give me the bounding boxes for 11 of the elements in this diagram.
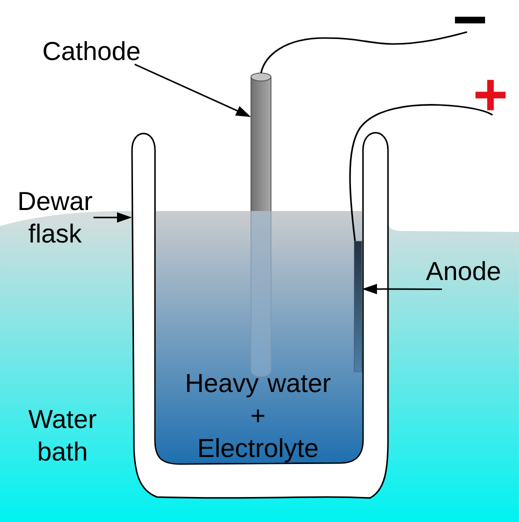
region-label: Water bath [28,410,96,461]
region-label: Heavy water + Electrolyte [187,374,330,462]
polarity-sign: − [454,16,486,24]
part-label: Cathode [44,41,140,60]
wire [260,31,468,74]
vessel [131,132,389,499]
electrode-plate [354,241,362,372]
part-label: Dewar flask [20,192,92,243]
wire [349,104,493,242]
part-label: Anode [426,261,500,280]
polarity-sign: + [476,80,506,110]
